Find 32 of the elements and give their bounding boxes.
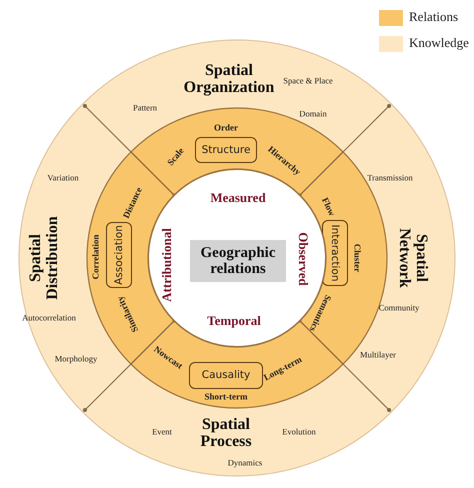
keyword-label: Space & Place — [283, 76, 333, 86]
keyword-label: Evolution — [282, 428, 316, 436]
relation-box: Structure — [195, 137, 257, 163]
center-label: Geographic relations — [190, 240, 286, 282]
relation-keyword: Order — [214, 123, 238, 133]
keyword-label: Morphology — [54, 354, 98, 364]
keyword-label: Dynamics — [228, 458, 262, 468]
keyword-label: Domain — [299, 110, 327, 118]
keyword-label: Multilayer — [360, 350, 396, 360]
keyword-label: Community — [378, 304, 420, 312]
keyword-label: Variation — [47, 174, 79, 182]
category-title: Spatial Process — [199, 417, 253, 451]
category-title: Spatial Distribution — [28, 215, 62, 302]
outer-ring-sector — [342, 102, 456, 414]
dimension-label: Attributional — [160, 228, 174, 302]
dimension-label: Observed — [296, 232, 310, 286]
category-title: Spatial Network — [395, 227, 429, 290]
legend-label: Knowledge — [409, 35, 469, 51]
keyword-label: Autocorrelation — [22, 314, 76, 322]
relation-keyword: Cluster — [352, 244, 362, 272]
relation-box: Causality — [189, 362, 263, 388]
legend-label: Relations — [409, 9, 458, 25]
category-title: Spatial Organization — [182, 63, 276, 97]
relation-keyword: Correlation — [91, 234, 101, 280]
keyword-label: Event — [152, 428, 172, 436]
relation-keyword: Short-term — [204, 392, 248, 402]
keyword-label: Pattern — [132, 104, 158, 112]
relation-box: Association — [106, 222, 132, 288]
relation-keyword: Flow — [320, 196, 336, 218]
dimension-label: Temporal — [207, 314, 261, 328]
dimension-label: Measured — [210, 191, 266, 205]
keyword-label: Transmission — [367, 174, 413, 182]
